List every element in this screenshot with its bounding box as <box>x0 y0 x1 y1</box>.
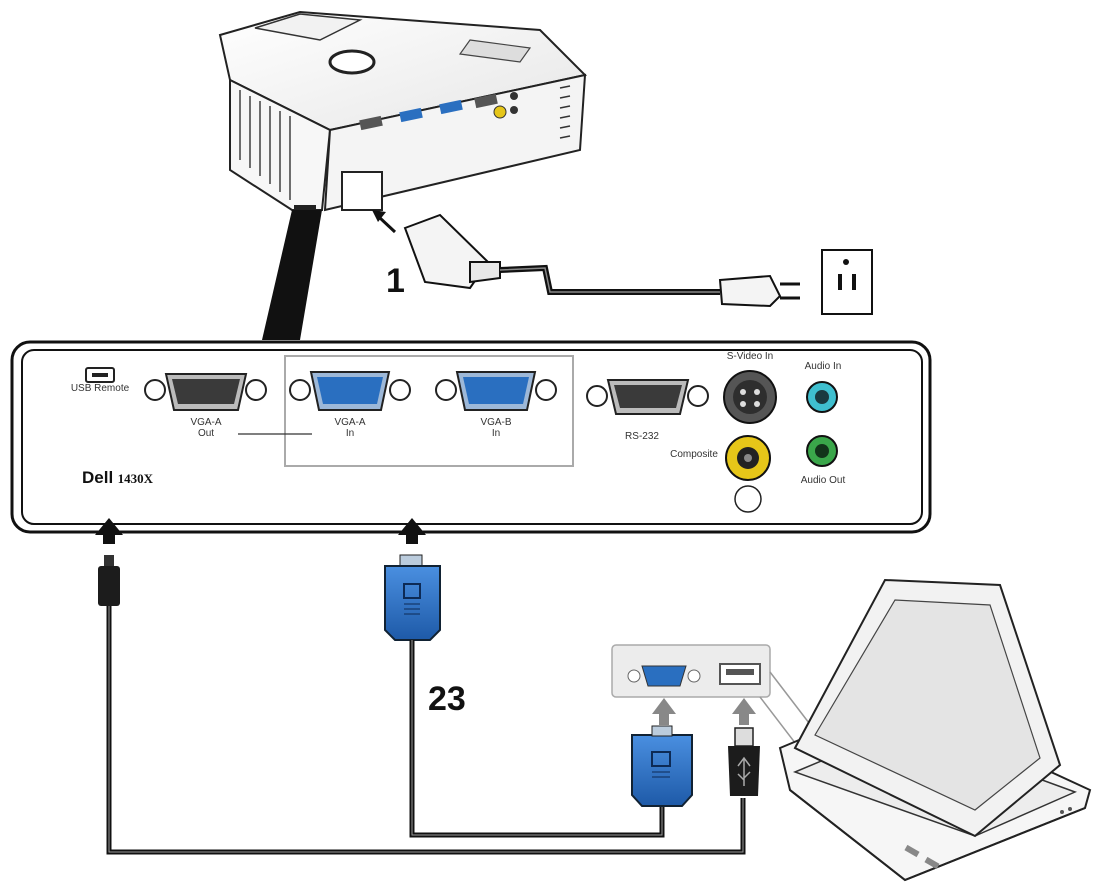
step-label-cables: 23 <box>428 680 466 718</box>
laptop-port-callout <box>611 644 823 766</box>
audio-in-label: Audio In <box>804 361 842 372</box>
vga-b-in-label: VGA-B In <box>466 417 526 439</box>
vga-a-out-label-line2: Out <box>197 427 215 439</box>
usb-remote-port <box>85 367 115 383</box>
audio-out-port <box>806 435 838 467</box>
vga-a-in-port <box>289 371 411 411</box>
vga-a-in-label-line1: VGA-A <box>334 417 366 428</box>
arrow-laptop-usb <box>732 698 756 714</box>
audio-in-port <box>806 381 838 413</box>
projector-illustration <box>218 10 588 340</box>
rs232-port <box>586 379 709 415</box>
composite-label: Composite <box>670 449 718 460</box>
usb-a-plug <box>728 727 760 796</box>
rs232-label: RS-232 <box>625 431 659 442</box>
vga-b-in-port <box>435 371 557 411</box>
composite-port <box>725 435 771 513</box>
vga-a-out-label-line1: VGA-A <box>190 417 222 428</box>
arrow-usb-remote <box>95 518 123 535</box>
vga-b-in-label-line1: VGA-B <box>480 417 512 428</box>
brand-name: Dell <box>82 468 114 487</box>
vga-a-out-label: VGA-A Out <box>176 417 236 439</box>
model-name: 1430X <box>117 471 154 486</box>
vga-a-out-port <box>144 373 267 411</box>
svideo-in-label: S-Video In <box>726 351 774 362</box>
laptop-illustration <box>778 578 1092 882</box>
svideo-in-port <box>723 370 777 424</box>
vga-b-in-label-line2: In <box>491 427 501 439</box>
vga-a-in-label-line2: In <box>345 427 355 439</box>
vga-a-in-label: VGA-A In <box>320 417 380 439</box>
power-cord <box>372 210 873 315</box>
arrow-vga-a-in <box>398 518 426 535</box>
vga-cable <box>384 554 693 838</box>
usb-cable <box>98 555 746 855</box>
audio-out-label: Audio Out <box>800 475 846 486</box>
arrow-laptop-vga <box>652 698 676 714</box>
step-label-power: 1 <box>386 262 405 300</box>
brand-model: Dell 1430X <box>82 468 153 488</box>
usb-remote-label: USB Remote <box>70 383 130 394</box>
